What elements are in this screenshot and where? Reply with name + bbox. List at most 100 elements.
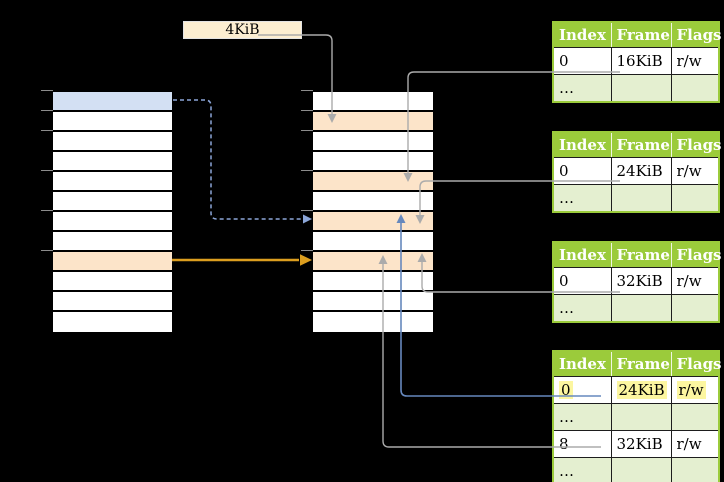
cell-flags: r/w [670, 157, 720, 185]
page-size-label: 4KiB [183, 21, 302, 39]
memory-cell-plain [313, 132, 433, 152]
memory-cell-plain [313, 312, 433, 332]
table-row-ellipsis: … [552, 74, 720, 103]
cell-frame: 24KiB [610, 376, 672, 404]
col-header-index: Index [553, 132, 612, 158]
cell-index: 0 [552, 267, 612, 295]
memory-cell-plain [53, 112, 172, 132]
cell-index: … [552, 294, 612, 323]
cell-frame: 24KiB [610, 157, 672, 185]
cell-frame [610, 403, 672, 431]
memory-cell-plain [53, 292, 172, 312]
address-tick [41, 210, 53, 211]
address-tick [301, 250, 313, 251]
page-size-text: 4KiB [225, 22, 260, 38]
address-tick [301, 210, 313, 211]
highlighted-value: 24KiB [616, 381, 667, 399]
memory-cell-orange [313, 252, 433, 272]
col-header-index: Index [553, 22, 612, 48]
memory-cell-plain [53, 172, 172, 192]
memory-cell-plain [313, 192, 433, 212]
address-tick [301, 130, 313, 131]
col-header-frame: Frame [611, 351, 672, 377]
memory-cell-plain [313, 272, 433, 292]
address-tick [301, 170, 313, 171]
address-tick [301, 110, 313, 111]
table-row-ellipsis: … [552, 403, 720, 431]
address-tick [41, 90, 53, 91]
cell-flags [670, 74, 720, 103]
memory-cell-plain [53, 232, 172, 252]
page-table-current: Index Frame Flags 0 24KiB r/w … 8 32KiB … [552, 350, 722, 482]
memory-cell-plain [313, 292, 433, 312]
middle-memory-column [313, 90, 433, 334]
cell-index: 0 [552, 47, 612, 75]
memory-cell-orange [313, 212, 433, 232]
table-row-ellipsis: … [552, 184, 720, 213]
arrow-virtual-page-to-frame [173, 99, 302, 220]
table-row: 8 32KiB r/w [552, 430, 720, 458]
memory-cell-orange [313, 172, 433, 192]
col-header-frame: Frame [611, 242, 672, 268]
memory-cell-blue [53, 92, 172, 112]
col-header-flags: Flags [671, 22, 722, 48]
memory-cell-plain [313, 152, 433, 172]
cell-flags: r/w [670, 430, 720, 458]
col-header-index: Index [553, 351, 612, 377]
memory-cell-plain [53, 152, 172, 172]
table-row: 0 16KiB r/w [552, 47, 720, 75]
cell-index: … [552, 184, 612, 213]
address-tick [41, 110, 53, 111]
cell-frame: 32KiB [610, 267, 672, 295]
cell-flags [670, 294, 720, 323]
memory-cell-plain [53, 312, 172, 332]
page-table-24kib: Index Frame Flags 0 24KiB r/w … [552, 131, 722, 213]
cell-frame [610, 184, 672, 213]
cell-frame [610, 294, 672, 323]
address-tick [301, 90, 313, 91]
left-memory-column [53, 90, 172, 334]
cell-index: … [552, 457, 612, 482]
col-header-flags: Flags [671, 351, 722, 377]
cell-flags [670, 403, 720, 431]
col-header-frame: Frame [611, 132, 672, 158]
memory-cell-plain [53, 192, 172, 212]
table-row-ellipsis: … [552, 457, 720, 482]
cell-frame [610, 457, 672, 482]
table-row: 0 24KiB r/w [552, 157, 720, 185]
cell-index: 8 [552, 430, 612, 458]
cell-index: … [552, 403, 612, 431]
address-tick [41, 170, 53, 171]
memory-cell-plain [313, 92, 433, 112]
cell-flags: r/w [670, 267, 720, 295]
highlighted-value: 0 [559, 381, 573, 399]
arrowhead-right-icon [303, 214, 312, 224]
cell-flags [670, 184, 720, 213]
memory-cell-plain [313, 232, 433, 252]
memory-cell-plain [53, 272, 172, 292]
cell-index: 0 [552, 157, 612, 185]
cell-index: … [552, 74, 612, 103]
col-header-flags: Flags [671, 242, 722, 268]
memory-cell-orange [313, 112, 433, 132]
address-tick [41, 130, 53, 131]
highlighted-value: r/w [676, 381, 706, 399]
table-row-ellipsis: … [552, 294, 720, 323]
memory-cell-plain [53, 132, 172, 152]
cell-flags [670, 457, 720, 482]
col-header-flags: Flags [671, 132, 722, 158]
cell-flags: r/w [670, 47, 720, 75]
col-header-index: Index [553, 242, 612, 268]
cell-frame: 32KiB [610, 430, 672, 458]
col-header-frame: Frame [611, 22, 672, 48]
cell-frame [610, 74, 672, 103]
page-table-32kib: Index Frame Flags 0 32KiB r/w … [552, 241, 722, 323]
page-table-16kib: Index Frame Flags 0 16KiB r/w … [552, 21, 722, 103]
table-row-highlighted: 0 24KiB r/w [552, 376, 720, 404]
address-tick [41, 250, 53, 251]
table-row: 0 32KiB r/w [552, 267, 720, 295]
cell-frame: 16KiB [610, 47, 672, 75]
memory-cell-plain [53, 212, 172, 232]
arrowhead-right-icon [300, 254, 312, 266]
